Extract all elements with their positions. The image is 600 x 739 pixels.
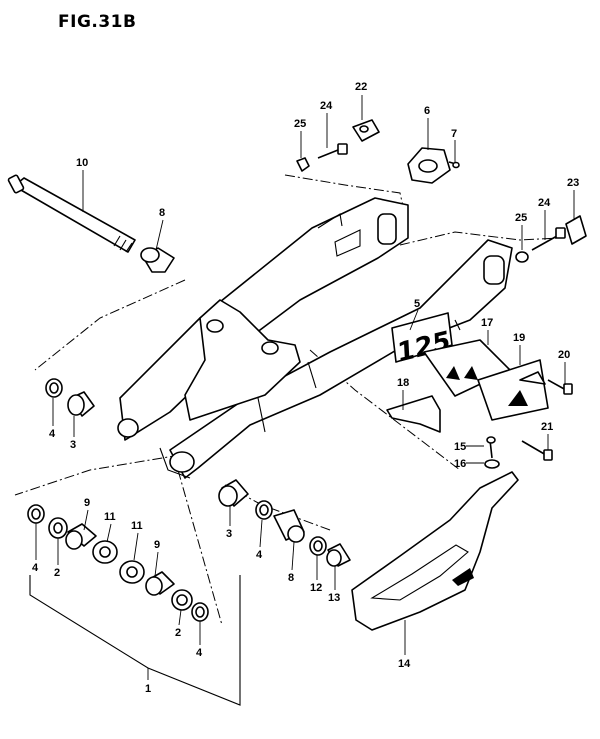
- label-9-mid: 9: [154, 539, 160, 551]
- label-25-right: 25: [515, 212, 527, 224]
- label-7: 7: [451, 128, 457, 140]
- label-2-right: 2: [175, 627, 181, 639]
- assembly-group-bracket: [29, 575, 241, 706]
- pivot-shaft: [7, 174, 136, 253]
- part-labels: 10 8 22 24 25 6 7 23 24 25 5 17 19 20 18…: [32, 81, 579, 695]
- leader-lines: [35, 95, 575, 655]
- label-10: 10: [76, 157, 88, 169]
- label-18: 18: [397, 377, 409, 389]
- label-4-lower-left: 4: [32, 562, 39, 574]
- label-8-lower: 8: [288, 572, 294, 584]
- label-9-left: 9: [84, 497, 90, 509]
- figure-title: FIG.31B: [58, 12, 137, 32]
- label-11-mid: 11: [131, 520, 143, 532]
- chain-adjuster-plate-upper: [407, 147, 460, 184]
- label-15: 15: [454, 441, 466, 453]
- chain-guard-piece: [386, 395, 441, 433]
- right-hardware: [515, 215, 587, 263]
- label-13: 13: [328, 592, 340, 604]
- label-4-left: 4: [49, 428, 56, 440]
- label-17: 17: [481, 317, 493, 329]
- mounting-bracket: [423, 339, 549, 421]
- label-5: 5: [414, 298, 420, 310]
- label-4-lower-right: 4: [196, 647, 203, 659]
- label-23: 23: [567, 177, 579, 189]
- label-2-left: 2: [54, 567, 60, 579]
- upper-hardware: [296, 119, 380, 172]
- swingarm: 125: [117, 197, 513, 479]
- bearing-set-left: [45, 378, 95, 417]
- label-24-right: 24: [538, 197, 551, 209]
- label-12: 12: [310, 582, 322, 594]
- lower-exploded-parts: [27, 479, 351, 622]
- label-6: 6: [424, 105, 430, 117]
- label-16: 16: [454, 458, 466, 470]
- bolts-right: [484, 379, 573, 469]
- label-22: 22: [355, 81, 367, 93]
- label-14: 14: [398, 658, 411, 670]
- label-11-left: 11: [104, 511, 116, 523]
- label-25-upper: 25: [294, 118, 306, 130]
- label-1: 1: [145, 683, 151, 695]
- spacer-upper: [140, 247, 175, 273]
- label-19: 19: [513, 332, 525, 344]
- label-4-center: 4: [256, 549, 263, 561]
- label-21: 21: [541, 421, 553, 433]
- label-24-upper: 24: [320, 100, 333, 112]
- label-3-left: 3: [70, 439, 76, 451]
- label-3-center: 3: [226, 528, 232, 540]
- label-20: 20: [558, 349, 570, 361]
- chain-buffer: [351, 471, 519, 631]
- label-8-upper: 8: [159, 207, 165, 219]
